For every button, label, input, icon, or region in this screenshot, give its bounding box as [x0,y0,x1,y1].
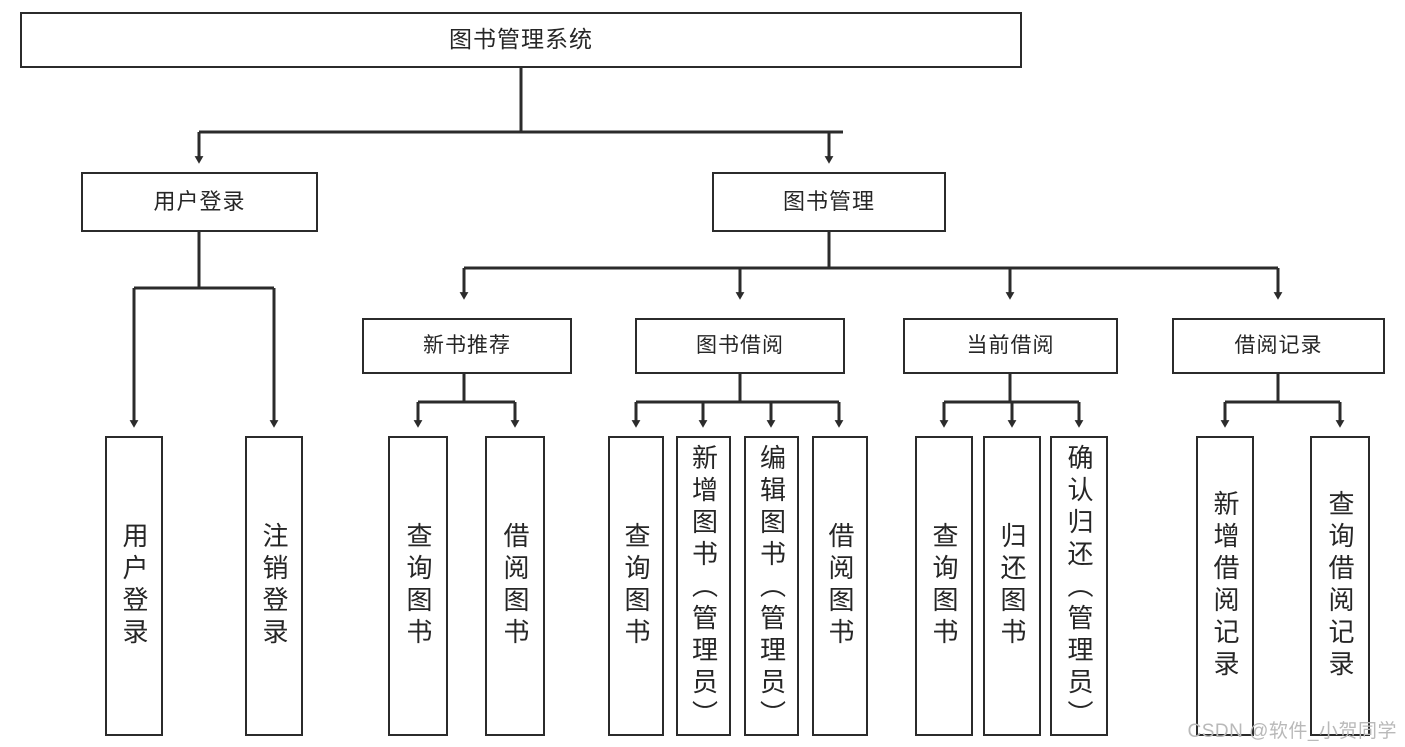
node-leaf-user-login-label: 用户登录 [119,522,149,650]
node-leaf-query-book-current-label: 查询图书 [929,522,959,650]
node-leaf-query-book-current[interactable]: 查询图书 [915,436,973,736]
node-book-management-label: 图书管理 [782,188,875,214]
node-book-management[interactable]: 图书管理 [712,172,946,232]
node-new-book-recommend-label: 新书推荐 [423,334,511,358]
node-book-borrow-label: 图书借阅 [696,334,784,358]
node-current-borrow-label: 当前借阅 [966,334,1055,358]
node-leaf-query-book-rec-label: 查询图书 [403,522,433,650]
node-leaf-query-borrow-record-label: 查询借阅记录 [1325,490,1355,682]
node-leaf-add-book-admin-label: 新增图书（管理员） [688,444,719,732]
node-leaf-confirm-return-admin[interactable]: 确认归还（管理员） [1050,436,1108,736]
node-borrow-record[interactable]: 借阅记录 [1172,318,1385,374]
watermark-text: CSDN @软件_小贺同学 [1187,721,1397,742]
node-book-borrow[interactable]: 图书借阅 [635,318,845,374]
node-leaf-query-book-borrow-label: 查询图书 [621,522,651,650]
node-leaf-borrow-book-label: 借阅图书 [825,522,855,650]
node-leaf-add-borrow-record[interactable]: 新增借阅记录 [1196,436,1254,736]
node-leaf-query-borrow-record[interactable]: 查询借阅记录 [1310,436,1370,736]
node-leaf-add-borrow-record-label: 新增借阅记录 [1210,490,1240,682]
node-user-login[interactable]: 用户登录 [81,172,318,232]
node-new-book-recommend[interactable]: 新书推荐 [362,318,572,374]
node-leaf-return-book-label: 归还图书 [997,522,1027,650]
node-leaf-edit-book-admin[interactable]: 编辑图书（管理员） [744,436,799,736]
node-root[interactable]: 图书管理系统 [20,12,1022,68]
node-leaf-query-book-borrow[interactable]: 查询图书 [608,436,664,736]
node-leaf-borrow-book-rec[interactable]: 借阅图书 [485,436,545,736]
node-leaf-confirm-return-admin-label: 确认归还（管理员） [1064,444,1094,732]
node-leaf-user-login[interactable]: 用户登录 [105,436,163,736]
node-current-borrow[interactable]: 当前借阅 [903,318,1118,374]
node-leaf-logout-login[interactable]: 注销登录 [245,436,303,736]
node-root-label: 图书管理系统 [449,26,593,53]
node-user-login-label: 用户登录 [153,188,246,214]
node-leaf-add-book-admin[interactable]: 新增图书（管理员） [676,436,731,736]
node-leaf-borrow-book-rec-label: 借阅图书 [500,522,530,650]
node-leaf-edit-book-admin-label: 编辑图书（管理员） [756,444,787,732]
node-leaf-borrow-book[interactable]: 借阅图书 [812,436,868,736]
node-leaf-logout-login-label: 注销登录 [259,522,289,650]
node-borrow-record-label: 借阅记录 [1234,334,1323,358]
node-leaf-query-book-rec[interactable]: 查询图书 [388,436,448,736]
node-leaf-return-book[interactable]: 归还图书 [983,436,1041,736]
